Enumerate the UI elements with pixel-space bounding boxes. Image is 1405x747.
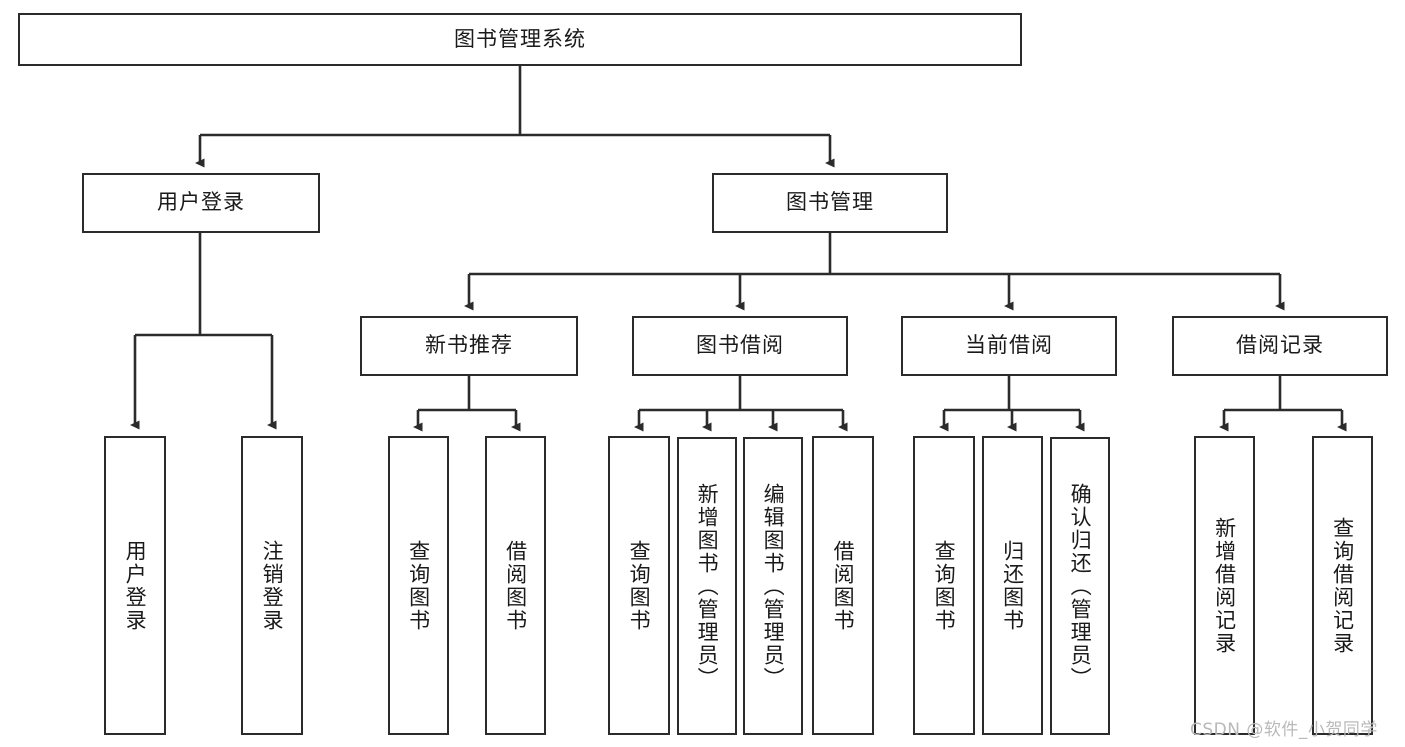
node-user-login[interactable]: 用户登录 [82,173,320,233]
node-new-book-rec-label: 新书推荐 [425,333,513,358]
leaf-edit-book[interactable]: 编辑图书（管理员） [743,437,803,735]
leaf-borrow-book-1[interactable]: 借阅图书 [485,436,546,735]
node-current-borrow-label: 当前借阅 [965,333,1053,358]
leaf-return-book[interactable]: 归还图书 [982,436,1043,735]
leaf-edit-book-label: 编辑图书（管理员） [761,482,786,690]
node-borrow-record[interactable]: 借阅记录 [1172,316,1388,376]
node-user-login-label: 用户登录 [157,190,245,215]
leaf-query-record-label: 查询借阅记录 [1330,516,1355,655]
node-current-borrow[interactable]: 当前借阅 [901,316,1117,376]
leaf-user-login[interactable]: 用户登录 [104,436,166,735]
node-book-borrow-label: 图书借阅 [696,333,784,358]
leaf-query-record[interactable]: 查询借阅记录 [1312,436,1373,735]
node-root[interactable]: 图书管理系统 [18,13,1022,66]
leaf-add-record[interactable]: 新增借阅记录 [1194,436,1255,735]
leaf-query-book-1[interactable]: 查询图书 [388,436,449,735]
leaf-borrow-book-2[interactable]: 借阅图书 [812,436,874,735]
leaf-borrow-book-2-label: 借阅图书 [831,539,856,632]
node-book-borrow[interactable]: 图书借阅 [632,316,848,376]
leaf-add-book-label: 新增图书（管理员） [695,482,720,690]
node-borrow-record-label: 借阅记录 [1236,333,1324,358]
node-new-book-rec[interactable]: 新书推荐 [360,316,578,376]
leaf-query-book-2-label: 查询图书 [627,539,652,632]
leaf-user-login-label: 用户登录 [123,539,148,632]
node-book-manage-label: 图书管理 [786,190,874,215]
leaf-confirm-return[interactable]: 确认归还（管理员） [1050,437,1110,735]
csdn-watermark: CSDN @软件_小贺同学 [1190,720,1378,740]
leaf-confirm-return-label: 确认归还（管理员） [1068,482,1093,690]
node-root-label: 图书管理系统 [454,26,586,51]
node-book-manage[interactable]: 图书管理 [712,173,948,233]
leaf-return-book-label: 归还图书 [1000,539,1025,632]
leaf-query-book-2[interactable]: 查询图书 [608,436,670,735]
leaf-query-book-1-label: 查询图书 [406,539,431,632]
leaf-borrow-book-1-label: 借阅图书 [503,539,528,632]
leaf-add-book[interactable]: 新增图书（管理员） [677,437,737,735]
leaf-query-book-3-label: 查询图书 [932,539,957,632]
leaf-logout-label: 注销登录 [260,539,285,632]
leaf-query-book-3[interactable]: 查询图书 [913,436,975,735]
leaf-logout[interactable]: 注销登录 [241,436,303,735]
leaf-add-record-label: 新增借阅记录 [1212,516,1237,655]
